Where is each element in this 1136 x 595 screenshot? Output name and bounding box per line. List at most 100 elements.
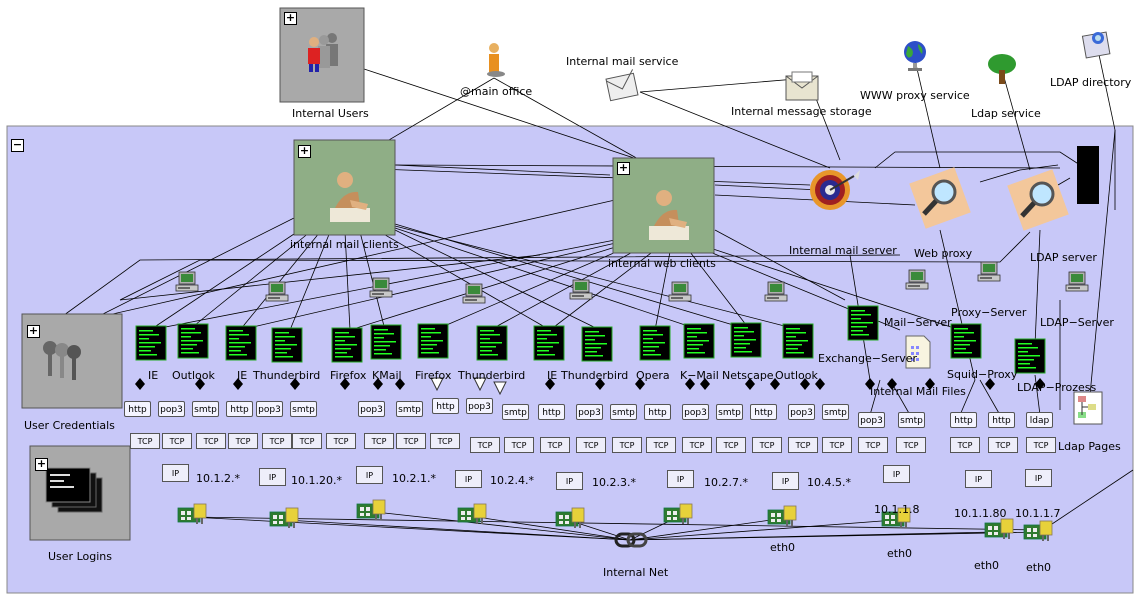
protocol-pop3-box[interactable]: pop3 [682,404,709,420]
connector-diamond [815,378,825,390]
workstation-icon [977,261,1001,282]
connector-diamond [395,378,405,390]
ip-layer-box[interactable]: IP [556,472,583,490]
web-clients-expand-button[interactable]: + [617,161,630,175]
tcp-layer-box[interactable]: TCP [364,433,394,449]
ip-layer-box[interactable]: IP [455,470,482,488]
tcp-layer-box[interactable]: TCP [682,437,712,453]
tcp-layer-box[interactable]: TCP [540,437,570,453]
host-address-label: 10.1.1.80 [954,507,1007,520]
panel-collapse-button[interactable]: − [11,138,24,152]
tcp-layer-box[interactable]: TCP [196,433,226,449]
tcp-layer-box[interactable]: TCP [752,437,782,453]
connector-diamond [865,378,875,390]
protocol-smtp-box[interactable]: smtp [822,404,849,420]
tcp-layer-box[interactable]: TCP [858,437,888,453]
protocol-pop3-box[interactable]: pop3 [858,412,885,428]
process-terminal-icon [331,327,363,363]
protocol-smtp-box[interactable]: smtp [898,412,925,428]
connector-diamond [340,378,350,390]
ip-layer-box[interactable]: IP [965,470,992,488]
user-credentials-expand-button[interactable]: + [27,324,40,338]
connector-diamond [373,378,383,390]
ldap-server-host-label: LDAP−Server [1040,316,1114,329]
tcp-layer-box[interactable]: TCP [292,433,322,449]
app-label: KMail [372,369,402,382]
tcp-layer-box[interactable]: TCP [576,437,606,453]
protocol-smtp-box[interactable]: smtp [502,404,529,420]
internal-net-label: Internal Net [603,566,669,579]
internal-message-storage-icon [785,71,819,101]
protocol-smtp-box[interactable]: smtp [610,404,637,420]
tcp-layer-box[interactable]: TCP [716,437,746,453]
protocol-http-box[interactable]: http [644,404,671,420]
ip-layer-box[interactable]: IP [883,465,910,483]
app-label: Netscape [722,369,774,382]
protocol-pop3-box[interactable]: pop3 [256,401,283,417]
tcp-layer-box[interactable]: TCP [262,433,292,449]
workstation-icon [1065,271,1089,292]
protocol-http-box[interactable]: http [950,412,977,428]
protocol-ldap-box[interactable]: ldap [1026,412,1053,428]
tcp-layer-box[interactable]: TCP [326,433,356,449]
subnet-label: 10.2.4.* [490,474,534,487]
user-logins-expand-button[interactable]: + [35,457,48,471]
app-label: Thunderbird [561,369,629,382]
tcp-layer-box[interactable]: TCP [162,433,192,449]
tcp-layer-box[interactable]: TCP [396,433,426,449]
protocol-pop3-box[interactable]: pop3 [158,401,185,417]
app-label: Thunderbird [458,369,526,382]
protocol-pop3-box[interactable]: pop3 [788,404,815,420]
mail-server-host-label: Mail−Server [884,316,952,329]
process-terminal-icon [271,327,303,363]
protocol-pop3-box[interactable]: pop3 [466,398,493,414]
connector-diamond [745,378,755,390]
subnet-label: 10.1.2.* [196,472,240,485]
connector-triangle [430,377,444,392]
tcp-layer-box[interactable]: TCP [612,437,642,453]
user-logins-label: User Logins [48,550,112,563]
process-terminal-icon [225,325,257,361]
app-label: Outlook [172,369,215,382]
protocol-http-box[interactable]: http [988,412,1015,428]
protocol-http-box[interactable]: http [432,398,459,414]
tcp-layer-box[interactable]: TCP [896,437,926,453]
protocol-smtp-box[interactable]: smtp [290,401,317,417]
tcp-layer-box[interactable]: TCP [1026,437,1056,453]
eth0-label: eth0 [770,541,796,554]
internal-users-expand-button[interactable]: + [284,11,297,25]
tcp-layer-box[interactable]: TCP [646,437,676,453]
ip-layer-box[interactable]: IP [259,468,286,486]
protocol-smtp-box[interactable]: smtp [716,404,743,420]
app-label: Outlook [775,369,818,382]
ip-layer-box[interactable]: IP [162,464,189,482]
protocol-http-box[interactable]: http [124,401,151,417]
ip-layer-box[interactable]: IP [356,466,383,484]
tcp-layer-box[interactable]: TCP [504,437,534,453]
ldap-service-label: Ldap service [971,107,1041,120]
tcp-layer-box[interactable]: TCP [228,433,258,449]
protocol-smtp-box[interactable]: smtp [192,401,219,417]
connector-diamond [985,378,995,390]
tcp-layer-box[interactable]: TCP [430,433,460,449]
tcp-layer-box[interactable]: TCP [788,437,818,453]
ip-layer-box[interactable]: IP [667,470,694,488]
tcp-layer-box[interactable]: TCP [950,437,980,453]
mail-clients-expand-button[interactable]: + [298,144,311,158]
protocol-http-box[interactable]: http [538,404,565,420]
ip-layer-box[interactable]: IP [772,472,799,490]
process-terminal-icon [476,325,508,361]
tcp-layer-box[interactable]: TCP [470,437,500,453]
tcp-layer-box[interactable]: TCP [988,437,1018,453]
protocol-pop3-box[interactable]: pop3 [358,401,385,417]
workstation-icon [265,281,289,302]
exchange-server-label: Exchange−Server [818,352,918,365]
protocol-smtp-box[interactable]: smtp [396,401,423,417]
ip-layer-box[interactable]: IP [1025,469,1052,487]
tcp-layer-box[interactable]: TCP [130,433,160,449]
protocol-http-box[interactable]: http [226,401,253,417]
tcp-layer-box[interactable]: TCP [822,437,852,453]
protocol-http-box[interactable]: http [750,404,777,420]
protocol-pop3-box[interactable]: pop3 [576,404,603,420]
app-label: Opera [636,369,670,382]
